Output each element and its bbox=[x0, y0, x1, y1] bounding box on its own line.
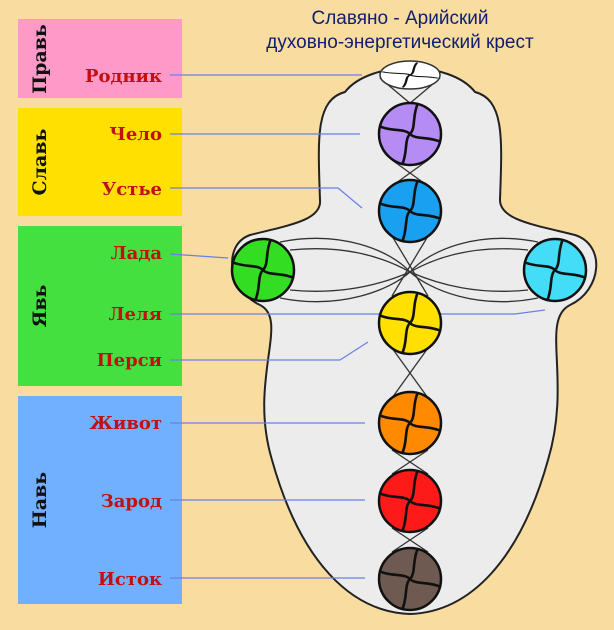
label-ustye: Устье bbox=[102, 179, 162, 200]
chakra-rodnik bbox=[379, 60, 441, 90]
chakra-istok bbox=[377, 546, 443, 612]
chakra-zhivot bbox=[377, 390, 443, 456]
label-lada: Лада bbox=[111, 243, 163, 264]
label-istok: Исток bbox=[98, 569, 162, 590]
connector-lines bbox=[169, 74, 546, 579]
group-panel-nav bbox=[18, 396, 182, 604]
label-rodnik: Родник bbox=[85, 66, 162, 87]
group-panel-slav bbox=[18, 108, 182, 216]
title-line2: духовно-энергетический крест bbox=[266, 32, 534, 53]
group-label-slav: Славь bbox=[29, 128, 51, 195]
chakra-ustye bbox=[377, 178, 443, 244]
label-zarod: Зарод bbox=[101, 491, 162, 512]
chakra-persi bbox=[522, 237, 588, 303]
chakra-lada bbox=[230, 237, 296, 303]
label-persi: Перси bbox=[97, 350, 162, 371]
label-chelo: Чело bbox=[109, 124, 162, 145]
group-panel-yav bbox=[18, 226, 182, 386]
group-label-yav: Явь bbox=[29, 284, 51, 327]
group-panel-prav bbox=[18, 19, 182, 98]
group-label-prav: Правь bbox=[29, 24, 51, 94]
chakra-lelya bbox=[377, 290, 443, 356]
title-line1: Славяно - Арийский bbox=[312, 8, 489, 29]
label-lelya: Леля bbox=[109, 304, 162, 325]
chakra-zarod bbox=[377, 468, 443, 534]
group-label-nav: Навь bbox=[29, 472, 51, 528]
chakra-chelo bbox=[377, 101, 443, 167]
label-zhivot: Живот bbox=[89, 413, 162, 434]
